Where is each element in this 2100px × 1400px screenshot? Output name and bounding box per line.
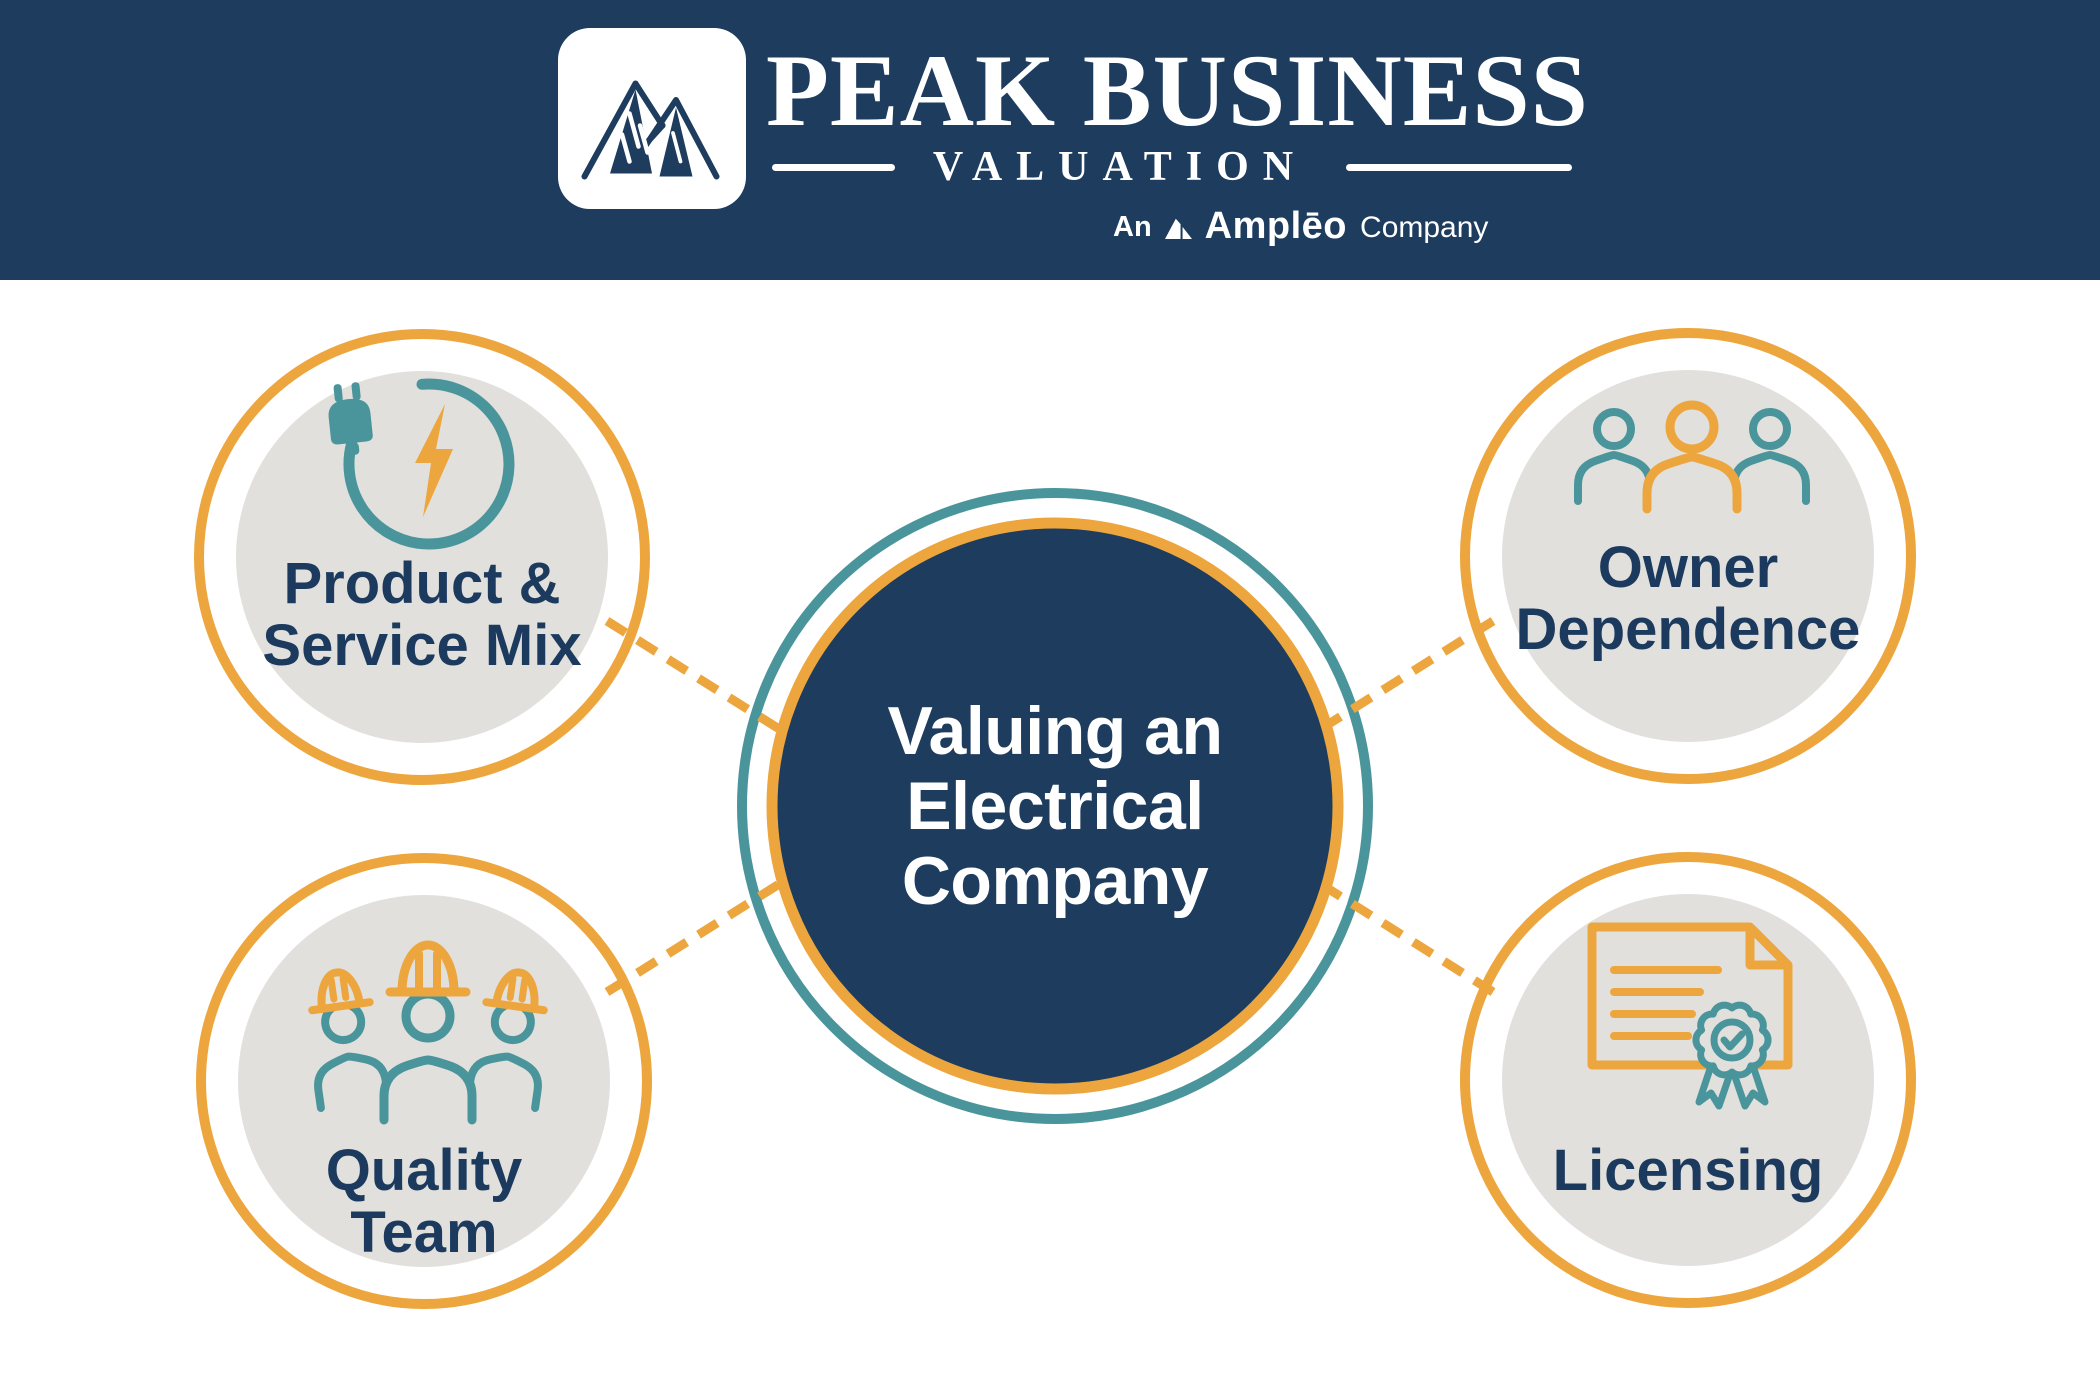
electric-plug-lightning-icon xyxy=(328,378,515,550)
node-label-line: Quality xyxy=(325,1138,523,1203)
ampleo-logo-icon xyxy=(1164,218,1192,239)
tagline-prefix: An xyxy=(1113,211,1152,243)
construction-workers-icon xyxy=(308,940,548,1125)
center-outer-ring xyxy=(737,488,1373,1124)
tagline-suffix: Company xyxy=(1360,211,1489,244)
node-label-line: Product & xyxy=(283,551,561,616)
mountain-logo-icon xyxy=(581,80,720,180)
connector-bottom-right xyxy=(1297,867,1496,996)
node-label-line: Dependence xyxy=(1515,597,1861,663)
center-title-line: Valuing an xyxy=(887,693,1223,769)
center-circle xyxy=(766,517,1344,1095)
valuation-right-rule xyxy=(1346,164,1572,171)
brand-title: PEAK BUSINESS xyxy=(766,34,1589,148)
connector-top-left xyxy=(604,617,803,746)
node-owner-dependence xyxy=(1460,328,1916,784)
valuation-left-rule xyxy=(772,164,895,171)
node-label-line: Owner xyxy=(1597,535,1779,600)
connector-top-right xyxy=(1297,617,1496,746)
center-title-line: Electrical xyxy=(906,767,1204,844)
node-quality-team xyxy=(196,853,652,1309)
ampleo-tagline: An Amplēo Company xyxy=(1113,203,1488,245)
node-licensing xyxy=(1460,852,1916,1308)
node-product-service-mix xyxy=(194,329,650,785)
node-label-line: Team xyxy=(350,1200,498,1266)
label-quality-team: Quality Team xyxy=(124,1138,724,1266)
node-label-line: Licensing xyxy=(1552,1138,1824,1203)
certificate-seal-icon xyxy=(1587,922,1793,1110)
brand-subtitle: VALUATION xyxy=(932,144,1308,190)
connector-lines xyxy=(604,617,1496,996)
label-licensing: Licensing xyxy=(1388,1138,1988,1203)
label-owner-dependence: Owner Dependence xyxy=(1388,535,1988,663)
people-group-icon xyxy=(1574,400,1810,514)
tagline-brand: Amplēo xyxy=(1204,205,1348,247)
header-banner: PEAK BUSINESS VALUATION An Amplēo Compan… xyxy=(0,0,2100,280)
connector-bottom-left xyxy=(604,867,803,996)
peak-logo-box xyxy=(558,28,746,209)
node-label-line: Service Mix xyxy=(262,613,582,679)
center-title-line: Company xyxy=(901,842,1209,919)
center-title: Valuing an Electrical Company xyxy=(755,694,1355,918)
label-product-service-mix: Product & Service Mix xyxy=(122,551,722,679)
